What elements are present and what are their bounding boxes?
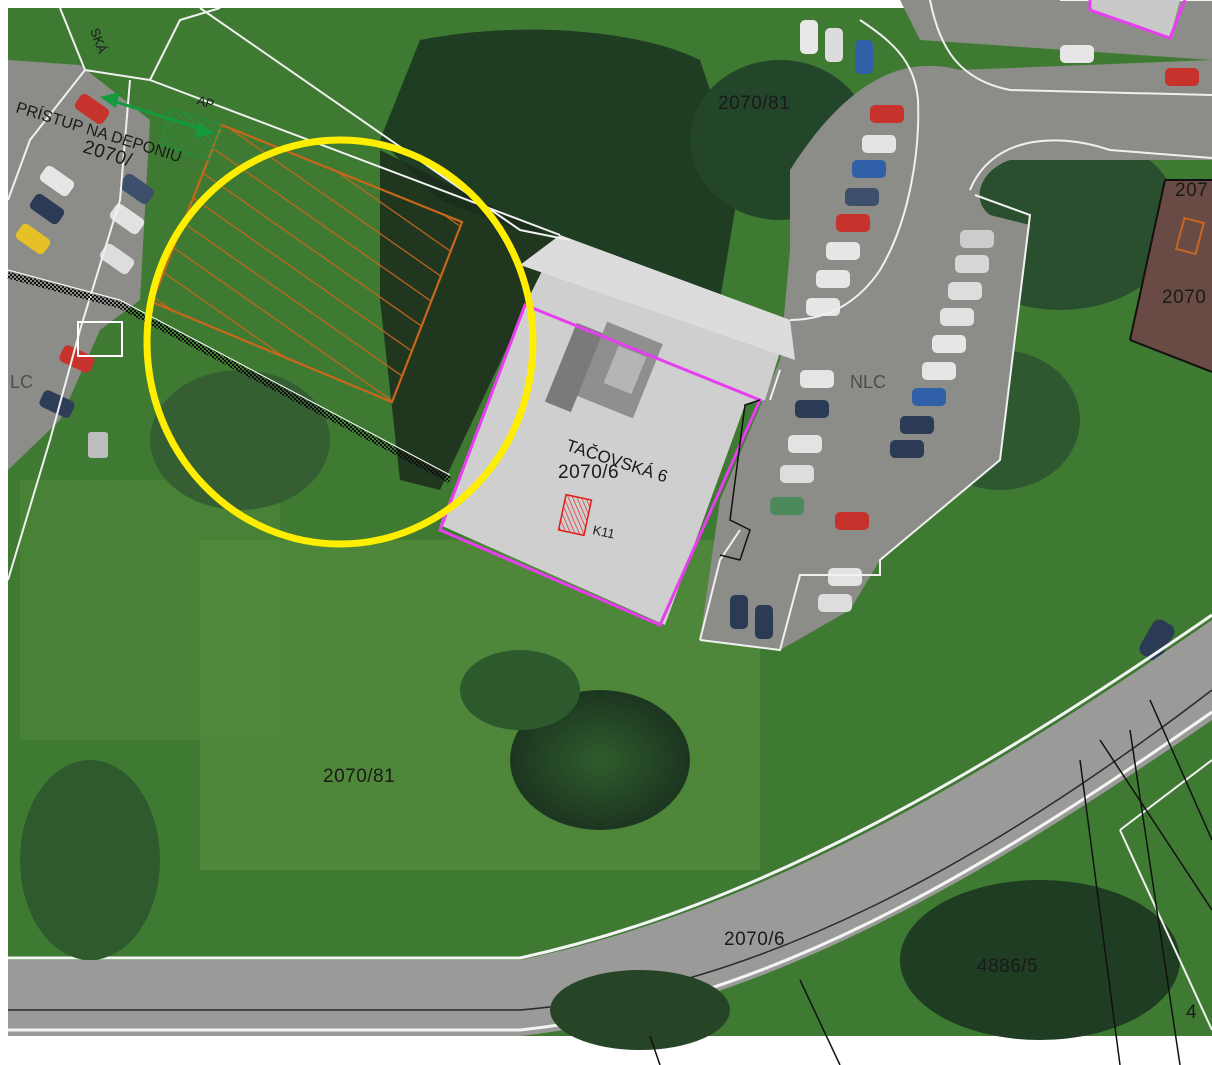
parcel-label-right-bottom: 4 — [1186, 1002, 1197, 1023]
parcel-label-road: 2070/6 — [724, 929, 785, 950]
building-annex — [520, 235, 795, 360]
marker-label: K11 — [591, 522, 616, 541]
parcel-label-corner: 4886/5 — [977, 956, 1038, 977]
building-top-right — [1090, 0, 1180, 38]
tree-center — [510, 690, 690, 830]
parcel-label-top: 2070/81 — [718, 93, 790, 114]
building-right-brown — [1130, 180, 1212, 372]
building-roof — [440, 235, 790, 625]
rail-line-edge — [7, 269, 451, 476]
tree-center-2 — [460, 650, 580, 730]
access-point-hatch — [159, 107, 223, 161]
highlight-circle[interactable] — [143, 136, 537, 548]
parcel-label-right-mid: 2070 — [1162, 287, 1206, 308]
parking-lot-right — [700, 60, 1212, 650]
watermark-right: NLC — [850, 372, 886, 392]
rail-line — [7, 271, 452, 484]
tree-bottom-center — [550, 970, 730, 1050]
parking-lot-left — [8, 60, 150, 470]
watermark-left: LC — [10, 372, 33, 392]
tree-bottom-right — [900, 880, 1180, 1040]
parcel-label-center: 2070/81 — [323, 766, 395, 787]
parcel-label-right-top: 207 — [1175, 180, 1208, 201]
road-edge-inner — [8, 613, 1212, 960]
map-frame — [0, 0, 1212, 8]
ap-label: AP — [195, 93, 216, 112]
parked-cars-left — [15, 93, 155, 458]
building-parcel-outline[interactable] — [438, 303, 763, 627]
parcel-label-building: 2070/6 — [558, 462, 619, 483]
building-top-right-outline — [1088, 0, 1187, 40]
building-right-brown-outline — [1129, 179, 1212, 373]
tree-left-bottom — [20, 760, 160, 960]
parcel-lines-dark — [649, 339, 1212, 1065]
building-outline-black — [719, 399, 761, 561]
map-frame-left — [0, 0, 8, 1065]
rail-gate — [77, 321, 123, 357]
hatched-square-icon[interactable] — [557, 493, 593, 537]
rooftop-units — [544, 321, 663, 419]
parked-cars-right — [730, 20, 1199, 661]
tree-left-circle — [150, 370, 330, 510]
grass-light-patch-2 — [20, 480, 280, 740]
tree-cluster-top — [380, 29, 740, 300]
parcel-boundaries — [7, 0, 1212, 1031]
main-road — [8, 620, 1212, 1036]
building-right-marker — [1174, 216, 1206, 256]
